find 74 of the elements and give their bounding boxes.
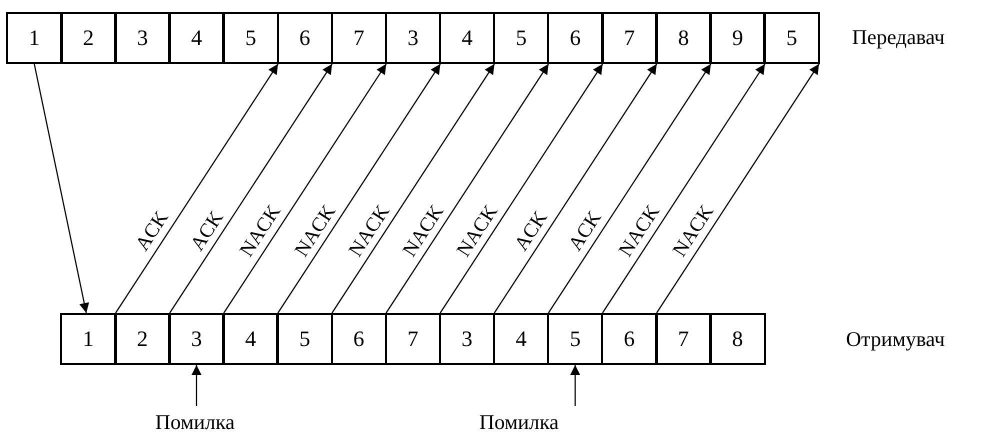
frame-box — [547, 12, 604, 64]
frame-number: 5 — [516, 27, 527, 49]
frame-box — [492, 313, 550, 365]
frame-number: 4 — [462, 27, 473, 49]
arrow — [192, 365, 202, 406]
frame-box — [601, 12, 658, 64]
frame-number: 7 — [678, 328, 689, 350]
frame-box — [114, 313, 171, 365]
frame-box — [384, 313, 442, 365]
arrow — [115, 64, 278, 314]
frame-number: 9 — [732, 27, 744, 49]
frame-number: 4 — [245, 328, 256, 350]
frame-box — [384, 12, 442, 64]
arrow — [386, 64, 549, 314]
frame-number: 7 — [624, 27, 635, 49]
frame-box — [60, 313, 117, 365]
error-label: Помилка — [155, 412, 235, 432]
frame-box — [276, 313, 333, 365]
frame-box — [168, 313, 225, 365]
arrow — [332, 64, 495, 314]
receiver-label: Отримувач — [846, 327, 945, 352]
frame-number: 5 — [245, 27, 256, 49]
frame-box — [222, 12, 279, 64]
frame-box — [114, 12, 171, 64]
frame-box — [709, 12, 766, 64]
frame-box — [438, 313, 496, 365]
frame-number: 2 — [136, 328, 148, 350]
frame-box — [492, 12, 550, 64]
frame-box — [60, 12, 117, 64]
frame-number: 8 — [732, 328, 743, 350]
arrow — [34, 64, 90, 314]
frame-box — [709, 313, 766, 365]
arrow — [602, 64, 766, 314]
frame-box — [6, 12, 63, 64]
frame-number: 3 — [136, 27, 148, 49]
arrow — [223, 64, 387, 314]
frame-number: 2 — [82, 27, 94, 49]
frame-box — [546, 313, 604, 365]
frame-number: 3 — [407, 27, 418, 49]
frame-box — [276, 12, 334, 64]
frame-box — [330, 12, 388, 64]
frame-number: 6 — [570, 27, 581, 49]
frame-number: 6 — [624, 328, 635, 350]
arrow — [440, 64, 604, 314]
frame-box — [601, 313, 658, 365]
arrow — [277, 64, 441, 314]
frame-number: 5 — [786, 27, 798, 49]
frame-number: 6 — [299, 27, 310, 49]
frame-number: 5 — [299, 328, 310, 350]
frame-number: 5 — [570, 328, 581, 350]
frame-number: 6 — [353, 328, 364, 350]
frame-number: 8 — [678, 27, 689, 49]
arrow — [548, 64, 712, 314]
frame-box — [763, 12, 820, 64]
arrow — [494, 64, 658, 314]
frame-number: 4 — [191, 27, 202, 49]
transmitter-label: Передавач — [852, 25, 945, 50]
frame-number: 1 — [82, 328, 94, 350]
frame-number: 4 — [516, 328, 527, 350]
frame-number: 1 — [28, 27, 40, 49]
frame-box — [168, 12, 225, 64]
frame-box — [222, 313, 279, 365]
arrow — [570, 365, 580, 406]
frame-number: 3 — [461, 328, 472, 350]
arrow — [169, 64, 333, 314]
frame-box — [655, 12, 712, 64]
frame-box — [655, 313, 712, 365]
arrow — [656, 64, 820, 314]
frame-number: 7 — [353, 27, 364, 49]
frame-box — [438, 12, 496, 64]
frame-number: 3 — [190, 328, 202, 350]
frame-number: 7 — [407, 328, 418, 350]
frame-box — [330, 313, 388, 365]
error-label: Помилка — [479, 412, 559, 432]
